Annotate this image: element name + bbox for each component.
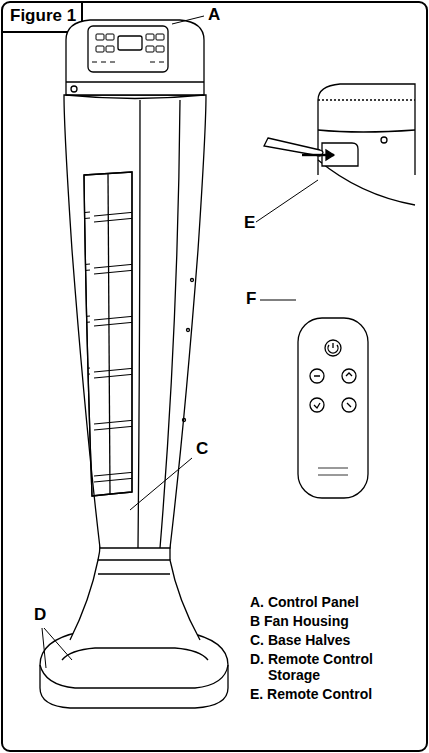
callout-letter: D [34,606,46,625]
callout-letter: E [244,214,255,233]
callout-letter: A [208,6,220,25]
callout-letter: C [196,440,208,459]
callout-letter: F [246,290,256,309]
legend-line: E. Remote Control [250,686,428,702]
legend-line: D. Remote Control Storage [250,651,428,683]
legend-line: C. Base Halves [250,632,428,648]
figure-title: Figure 1 [10,7,76,26]
legend-line: B Fan Housing [250,613,428,629]
legend-line: A. Control Panel [250,594,428,610]
